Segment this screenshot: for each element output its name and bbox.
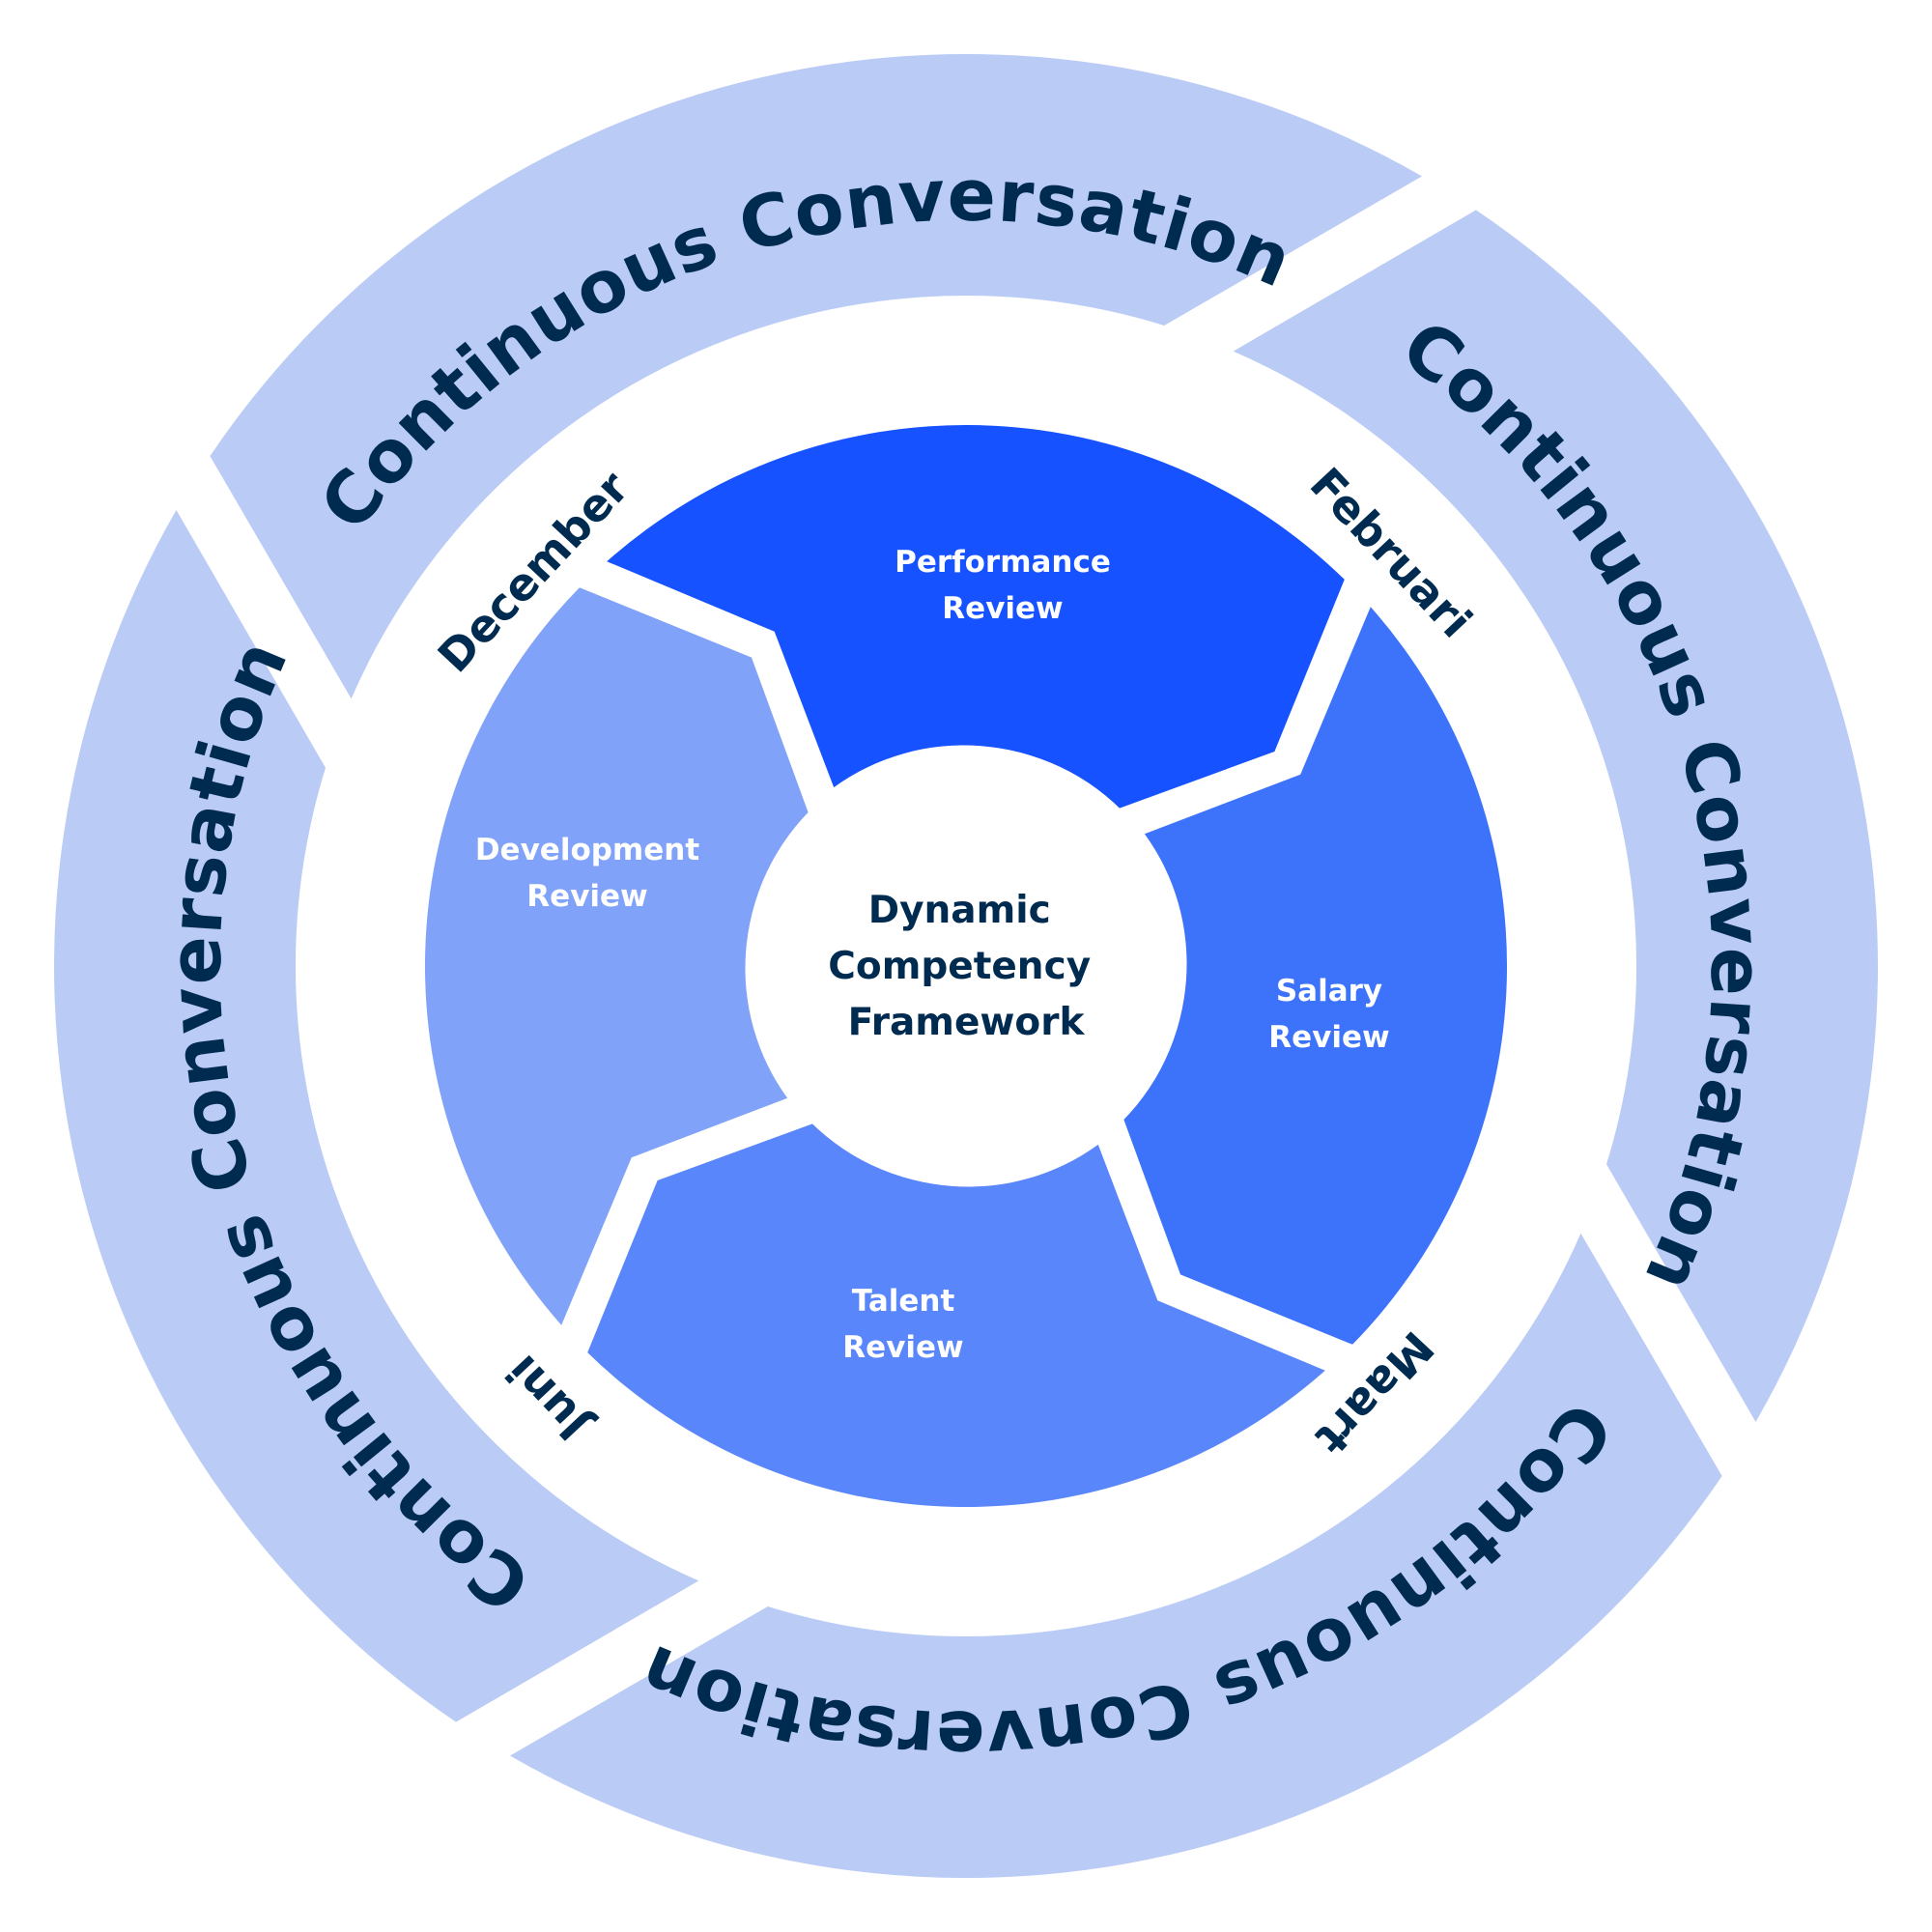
review-label-line: Performance [895,545,1111,580]
review-label-line: Review [1268,1020,1389,1055]
review-label-line: Salary [1276,974,1382,1009]
center-title-line: Dynamic [868,889,1051,932]
review-segment-performance [607,424,1345,809]
outer-segment-left [54,510,699,1722]
review-segment-salary [1123,607,1508,1345]
review-label-line: Development [475,833,699,867]
outer-segment-top [210,54,1422,699]
center-title-line: Competency [828,945,1091,988]
month-label-juni: Juni [497,1346,602,1453]
outer-segment-bottom [510,1233,1722,1878]
center-circle [746,746,1186,1186]
review-label-line: Review [942,591,1063,626]
center-hub: Dynamic Competency Framework [746,746,1186,1186]
outer-segment-right [1233,210,1878,1422]
review-label-line: Review [842,1330,963,1365]
center-title: Dynamic Competency Framework [828,889,1103,1044]
review-label-line: Review [526,879,647,914]
month-label-maart: Maart [1305,1321,1444,1464]
center-title-line: Framework [848,1001,1086,1044]
review-segment-development [424,587,809,1325]
review-segment-talent [587,1123,1325,1508]
review-label-line: Talent [852,1284,955,1319]
